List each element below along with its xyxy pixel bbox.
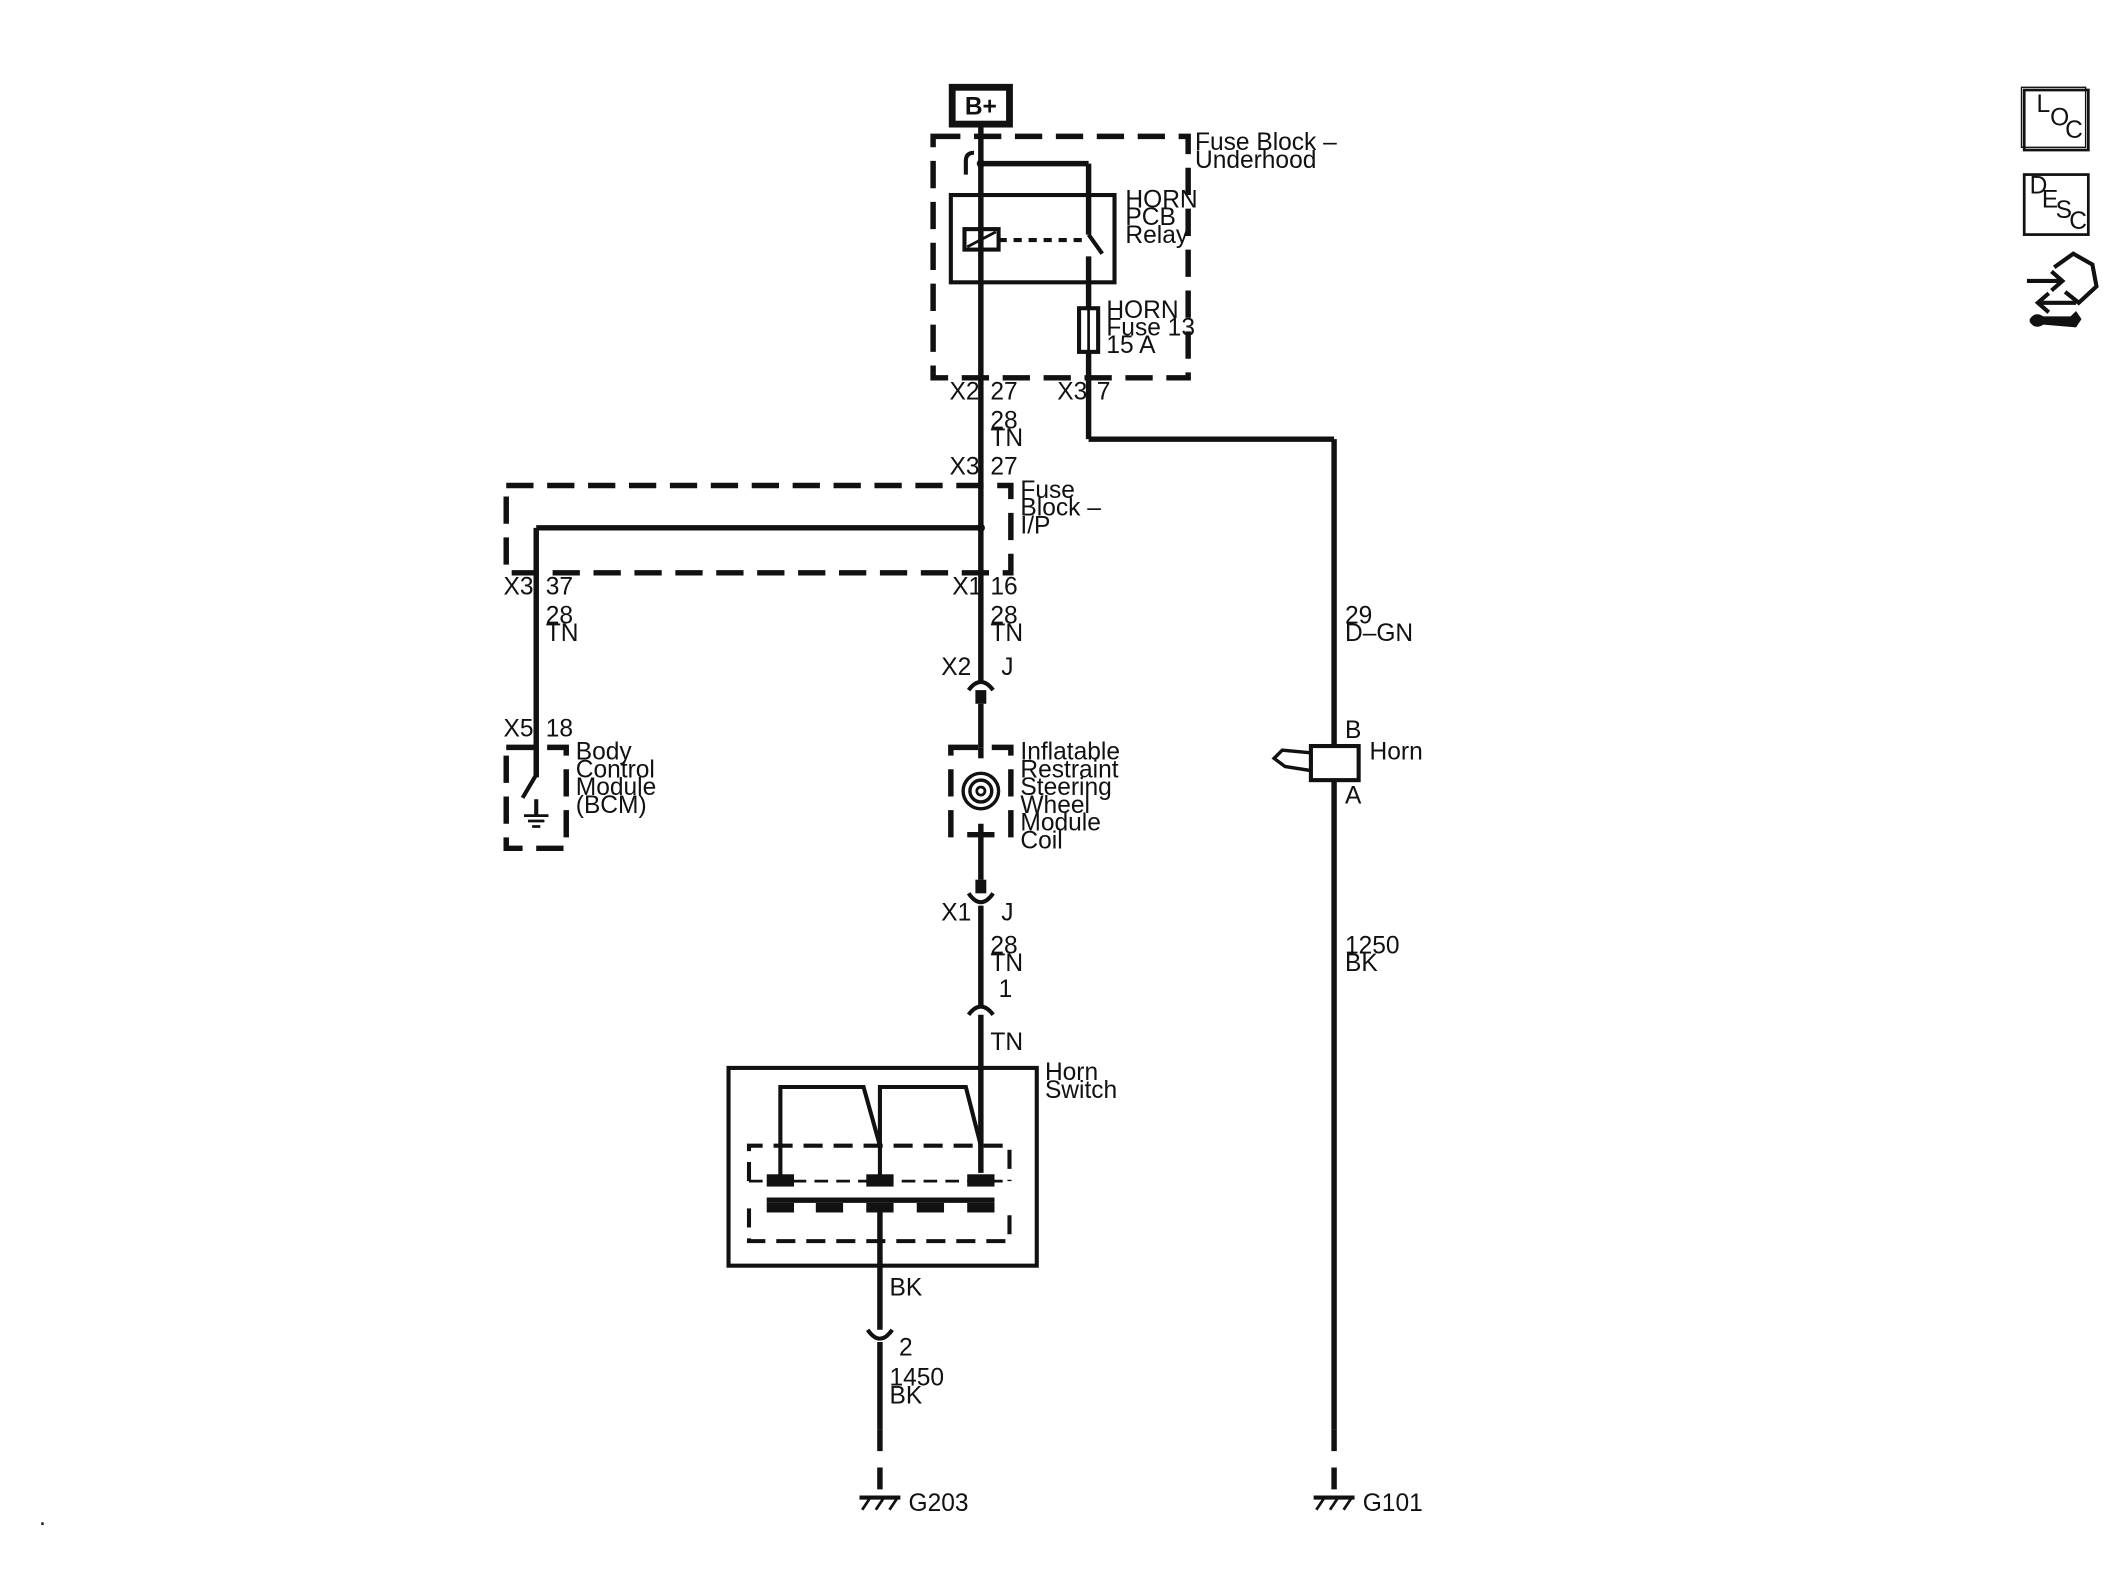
connector-pin-2 (865, 1328, 894, 1341)
power-source-label: B+ (965, 94, 997, 121)
fuse-block-underhood-label-1: Fuse Block – (1195, 129, 1337, 156)
wire-color-label: TN (990, 950, 1023, 977)
horn-pin-a-label: A (1345, 782, 1362, 809)
ground-g101-label: G101 (1363, 1490, 1423, 1517)
conn-x2-label: X2 (941, 654, 971, 681)
conn-x5-label: X5 (503, 715, 533, 742)
horn-switch: Horn Switch (726, 1059, 1117, 1268)
desc-button[interactable]: D E S C (2022, 173, 2090, 236)
fuse-block-underhood-label-2: Underhood (1195, 147, 1316, 174)
loc-button[interactable]: L O C (2020, 86, 2090, 152)
conn-x2-label: X2 (949, 379, 979, 406)
bcm-label-3: Module (576, 774, 656, 801)
desc-icon-e: E (2042, 186, 2058, 213)
fuse-label-3: 15 A (1106, 332, 1156, 359)
wire-color-label: TN (546, 620, 579, 647)
wire-color-label: TN (990, 620, 1023, 647)
fuse-block-ip-label-3: I/P (1020, 512, 1050, 539)
coil-label-3: Steering (1020, 774, 1111, 801)
conn-x1-label: X1 (941, 900, 971, 927)
wire-color-label: TN (990, 425, 1023, 452)
loc-icon-l: L (2036, 91, 2050, 118)
body-control-module: Body Control Module (BCM) (503, 739, 656, 852)
fuse-block-ip: Fuse Block – I/P (503, 477, 1101, 576)
pin-7-label: 7 (1097, 379, 1111, 406)
pin-37-label: 37 (546, 574, 573, 601)
horn-switch-label-2: Switch (1045, 1077, 1117, 1104)
connector-x2-j (966, 679, 995, 704)
service-procedure-icon[interactable] (2026, 251, 2099, 328)
conn-x3-label: X3 (949, 454, 979, 481)
horn-label: Horn (1370, 739, 1423, 766)
conn-x3-label: X3 (503, 574, 533, 601)
pin-18-label: 18 (546, 715, 573, 742)
wire-color-label: BK (889, 1382, 922, 1409)
horn-pcb-relay: HORN PCB Relay (948, 186, 1198, 285)
wire-gauge-label: 28 (990, 407, 1017, 434)
relay-label-3: Relay (1125, 222, 1188, 249)
pin-j-label: J (1001, 900, 1013, 927)
coil-label-5: Module (1020, 810, 1100, 837)
horn-device: B Horn A (1271, 717, 1423, 809)
bcm-label-2: Control (576, 756, 655, 783)
power-source-bplus: B+ (948, 83, 1013, 128)
fuse-label-2: Fuse 13 (1106, 315, 1195, 342)
bcm-label-1: Body (576, 739, 633, 766)
horn-fuse: HORN Fuse 13 15 A (1077, 297, 1195, 359)
connector-pin-1 (966, 1004, 995, 1017)
wire-gauge-label: 1250 (1345, 932, 1400, 959)
pin-2-label: 2 (899, 1335, 913, 1362)
pin-27-label: 27 (990, 454, 1017, 481)
pin-j-label: J (1001, 654, 1013, 681)
conn-x1-label: X1 (952, 574, 982, 601)
fuse-block-ip-label-2: Block – (1020, 495, 1101, 522)
wire-gauge-label: 28 (990, 932, 1017, 959)
wire-gauge-label: 28 (546, 602, 573, 629)
steering-wheel-coil: Inflatable Restraint Steering Wheel Modu… (948, 739, 1120, 854)
horn-switch-label-1: Horn (1045, 1059, 1098, 1086)
bcm-label-4: (BCM) (576, 792, 647, 819)
relay-label-1: HORN (1125, 186, 1197, 213)
wire-gauge-label: 1450 (889, 1365, 944, 1392)
ground-g101: G101 (1313, 1429, 1423, 1517)
wire-color-label: D–GN (1345, 620, 1413, 647)
desc-icon-d: D (2030, 173, 2048, 200)
connector-x1-j (966, 879, 995, 905)
fuse-block-underhood: Fuse Block – Underhood (930, 129, 1337, 381)
pin-16-label: 16 (990, 574, 1017, 601)
desc-icon-c: C (2069, 208, 2087, 235)
loc-icon-o: O (2050, 104, 2069, 131)
wire-gauge-label: 28 (990, 602, 1017, 629)
desc-icon-s: S (2056, 197, 2072, 224)
relay-label-2: PCB (1125, 204, 1175, 231)
coil-label-4: Wheel (1020, 792, 1090, 819)
horn-pin-b-label: B (1345, 717, 1361, 744)
fuse-block-ip-label-1: Fuse (1020, 477, 1075, 504)
wire-color-label: TN (990, 1029, 1023, 1056)
wire-color-label: BK (889, 1275, 922, 1302)
coil-label-2: Restraint (1020, 756, 1118, 783)
corner-mark: · (38, 1509, 46, 1536)
fuse-label-1: HORN (1106, 297, 1178, 324)
coil-label-1: Inflatable (1020, 739, 1120, 766)
wire-color-label: BK (1345, 950, 1378, 977)
coil-label-6: Coil (1020, 827, 1062, 854)
wire-gauge-label: 29 (1345, 602, 1372, 629)
ground-g203: G203 (859, 1429, 969, 1517)
pin-27-label: 27 (990, 379, 1017, 406)
loc-icon-c: C (2065, 117, 2083, 144)
ground-g203-label: G203 (909, 1490, 969, 1517)
pin-1-label: 1 (999, 976, 1013, 1003)
conn-x3-label: X3 (1057, 379, 1087, 406)
